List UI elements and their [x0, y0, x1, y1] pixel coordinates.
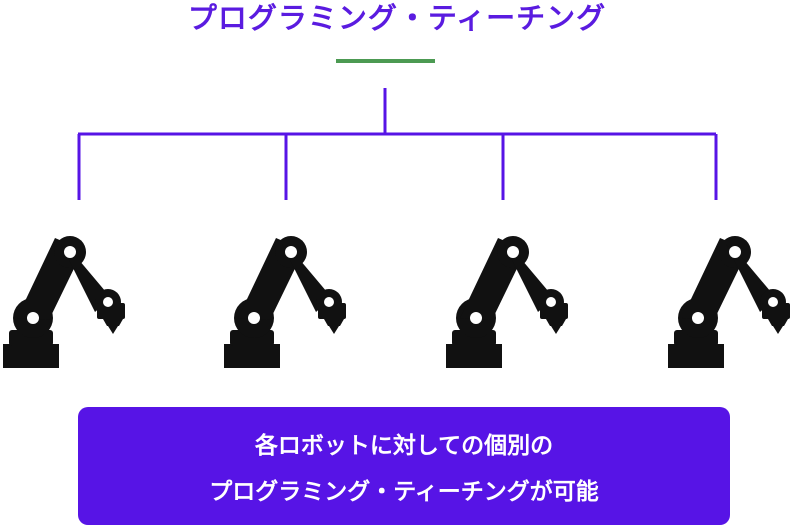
robot-arm-icon — [224, 236, 346, 368]
robot-arm-icon — [668, 236, 790, 368]
diagram-title: プログラミング・ティーチング — [187, 1, 607, 35]
robot-arm-icon — [446, 236, 568, 368]
caption-line-1: 各ロボットに対しての個別の — [254, 433, 554, 459]
robot-arm-icon — [3, 236, 125, 368]
caption-line-2: プログラミング・ティーチングが可能 — [209, 479, 599, 505]
caption-box: 各ロボットに対しての個別の プログラミング・ティーチングが可能 — [78, 407, 730, 525]
title-underline — [336, 59, 435, 63]
